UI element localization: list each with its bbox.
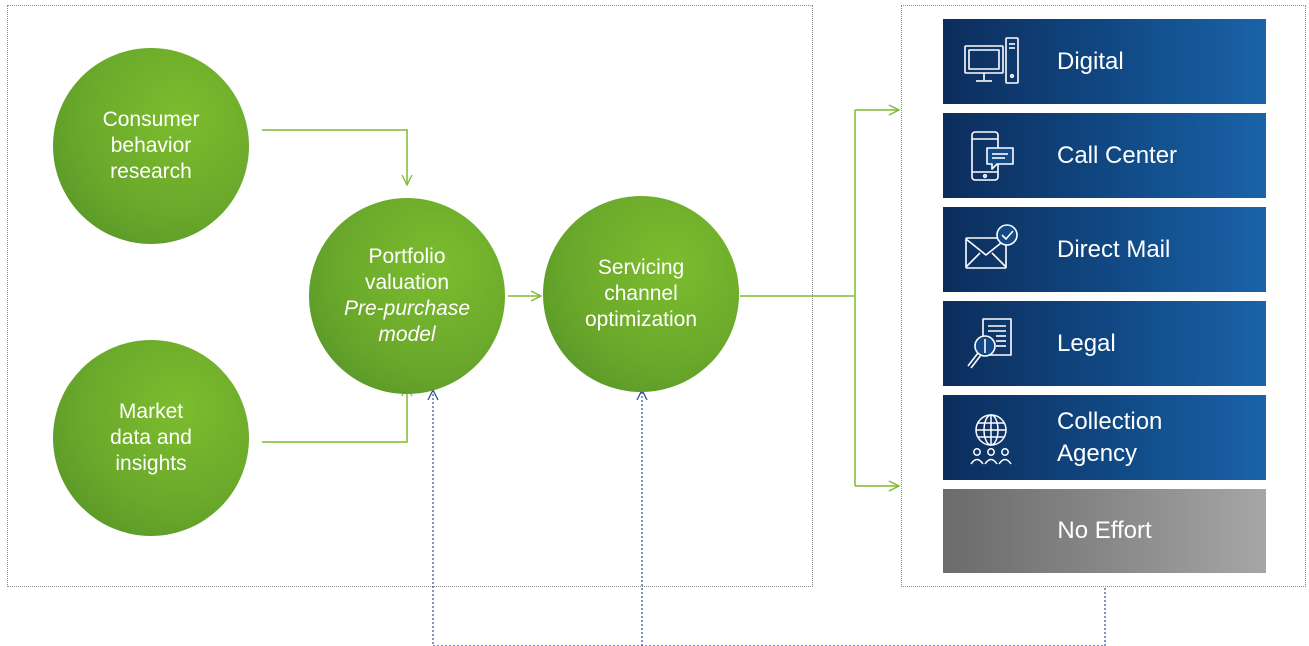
channel-no-effort-label: No Effort <box>1057 517 1152 544</box>
servicing-line-2: channel <box>604 282 678 305</box>
channels-panel <box>901 5 1306 587</box>
document-magnifier-icon <box>967 317 1012 368</box>
portfolio-line-2: valuation <box>364 271 450 294</box>
channel-legal: Legal <box>943 301 1266 386</box>
servicing-line-1: Servicing <box>597 256 685 279</box>
market-line-3: insights <box>115 452 187 475</box>
consumer-to-portfolio-arrow <box>262 129 407 185</box>
servicing-line-3: optimization <box>584 308 698 331</box>
channel-digital: Digital <box>943 19 1266 104</box>
channel-digital-label: Digital <box>1057 47 1124 75</box>
consumer-line-1: Consumer <box>102 108 200 131</box>
feedback-loop-line <box>433 390 1106 646</box>
market-data-node: Market data and insights <box>53 340 249 536</box>
market-to-portfolio-arrow <box>262 386 407 443</box>
channel-call-center: Call Center <box>943 113 1266 198</box>
channel-direct-mail-label: Direct Mail <box>1057 235 1171 263</box>
market-line-1: Market <box>118 400 184 423</box>
consumer-research-node: Consumer behavior research <box>53 48 249 244</box>
consumer-line-3: research <box>110 160 192 183</box>
portfolio-line-3: Pre-purchase <box>343 297 471 320</box>
channel-collection-agency-line-2: Agency <box>1057 439 1138 467</box>
channel-direct-mail: Direct Mail <box>943 207 1266 292</box>
channel-collection-agency-label: Collection Agency <box>1057 406 1162 470</box>
channel-collection-agency: Collection Agency <box>943 395 1266 480</box>
channel-no-effort: No Effort <box>943 489 1266 573</box>
market-line-2: data and <box>110 426 192 449</box>
channel-collection-agency-line-1: Collection <box>1057 407 1163 435</box>
servicing-optimization-node: Servicing channel optimization <box>543 196 739 392</box>
mail-check-icon <box>965 223 1018 269</box>
consumer-line-2: behavior <box>110 134 192 157</box>
portfolio-line-4: model <box>378 323 436 346</box>
portfolio-valuation-node: Portfolio valuation Pre-purchase model <box>309 198 505 394</box>
globe-people-icon <box>970 413 1012 464</box>
mobile-chat-icon <box>971 130 1014 181</box>
computer-icon <box>964 36 1019 84</box>
channel-legal-label: Legal <box>1057 329 1116 357</box>
channel-call-center-label: Call Center <box>1057 141 1178 169</box>
portfolio-line-1: Portfolio <box>368 245 446 268</box>
